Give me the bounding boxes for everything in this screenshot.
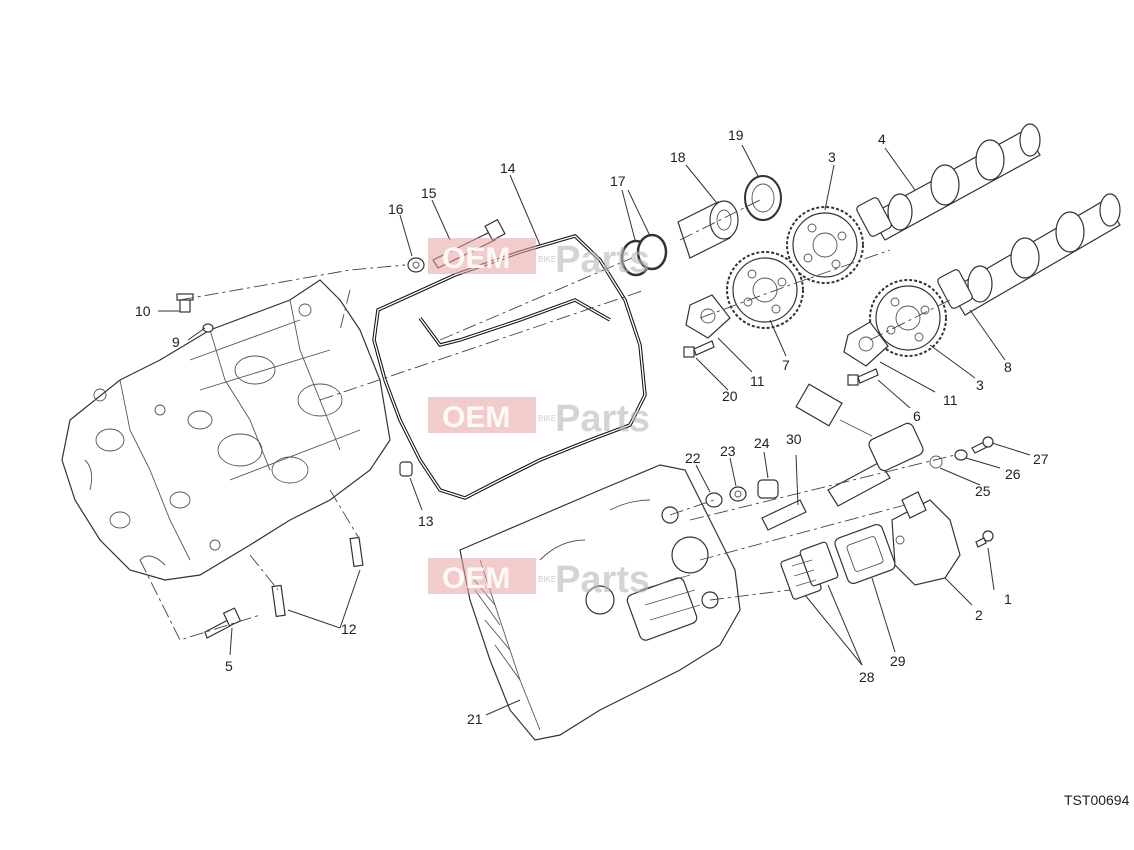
callout-labels: 1 2 3 3 4 5 6 7 8 9 10 11 11 12 13 14 15…	[135, 127, 1049, 727]
callout-9: 9	[172, 334, 180, 350]
part-20-bolt	[683, 340, 715, 358]
part-18-tube	[677, 200, 739, 259]
part-24-plug	[757, 479, 779, 499]
callout-3-lower: 3	[976, 377, 984, 393]
part-7-gear	[726, 251, 804, 329]
callout-24: 24	[754, 435, 770, 451]
part-28-reed-valves	[780, 541, 839, 600]
watermark-top: OEM Parts BIKE	[428, 238, 650, 281]
part-12-studs	[271, 536, 364, 618]
part-17-orings	[620, 233, 668, 277]
callout-27: 27	[1033, 451, 1049, 467]
watermark-word-left: OEM	[442, 401, 510, 434]
callout-14: 14	[500, 160, 516, 176]
callout-22: 22	[685, 450, 701, 466]
callout-23: 23	[720, 443, 736, 459]
callout-6: 6	[913, 408, 921, 424]
part-3-gear-lower	[869, 279, 947, 357]
part-11-plate-a	[685, 294, 731, 339]
assembly-lines	[139, 199, 956, 641]
part-4-camshaft	[856, 123, 1041, 241]
callout-25: 25	[975, 483, 991, 499]
part-11-plate-b	[843, 321, 889, 367]
part-22-washer	[705, 492, 723, 508]
part-6-bolt	[847, 368, 879, 386]
callout-21: 21	[467, 711, 483, 727]
watermark-word-small: BIKE	[538, 575, 556, 584]
part-1-bolt	[975, 530, 994, 548]
callout-15: 15	[421, 185, 437, 201]
callout-20: 20	[722, 388, 738, 404]
part-13-dowel	[399, 461, 413, 477]
part-9-washer	[202, 323, 214, 333]
callout-30: 30	[786, 431, 802, 447]
part-29-plate	[834, 523, 896, 585]
part-8-camshaft	[937, 193, 1121, 316]
watermark-word-left: OEM	[442, 562, 510, 595]
callout-7: 7	[782, 357, 790, 373]
reference-code: TST00694	[1064, 792, 1130, 808]
callout-10: 10	[135, 303, 151, 319]
callout-13: 13	[418, 513, 434, 529]
callout-28: 28	[859, 669, 875, 685]
watermark-word-right: Parts	[555, 239, 650, 281]
leader-lines	[158, 144, 1031, 716]
watermark-word-right: Parts	[555, 398, 650, 440]
callout-11-right: 11	[943, 392, 958, 408]
part-3-gear-upper	[786, 206, 864, 284]
watermark-bottom: OEM Parts BIKE	[428, 558, 650, 601]
part-30-spark-plug	[761, 499, 807, 531]
part-25-sensor	[827, 422, 943, 507]
callout-18: 18	[670, 149, 686, 165]
part-30-connector	[795, 383, 873, 437]
callout-2: 2	[975, 607, 983, 623]
callout-16: 16	[388, 201, 404, 217]
watermark-word-small: BIKE	[538, 414, 556, 423]
callout-8: 8	[1004, 359, 1012, 375]
part-19-seal	[744, 175, 782, 221]
watermark-word-left: OEM	[442, 242, 510, 275]
part-5-bolt	[204, 607, 242, 639]
cylinder-head	[61, 279, 391, 581]
callout-3-upper: 3	[828, 149, 836, 165]
part-23-washer	[729, 486, 747, 502]
watermark-word-small: BIKE	[538, 255, 556, 264]
callout-26: 26	[1005, 466, 1021, 482]
callout-29: 29	[890, 653, 906, 669]
callout-5: 5	[225, 658, 233, 674]
part-27-bolt	[971, 436, 994, 454]
callout-1: 1	[1004, 591, 1012, 607]
callout-17: 17	[610, 173, 626, 189]
part-10-fitting	[176, 293, 194, 313]
part-21-valve-cover	[459, 464, 741, 741]
part-2-cover	[891, 491, 961, 586]
part-26-washer	[954, 449, 968, 461]
part-16-washer	[407, 257, 425, 273]
watermark-word-right: Parts	[555, 559, 650, 601]
callout-4: 4	[878, 131, 886, 147]
callout-11-left: 11	[750, 373, 765, 389]
callout-12: 12	[341, 621, 357, 637]
watermark-middle: OEM Parts BIKE	[428, 397, 650, 440]
callout-19: 19	[728, 127, 744, 143]
